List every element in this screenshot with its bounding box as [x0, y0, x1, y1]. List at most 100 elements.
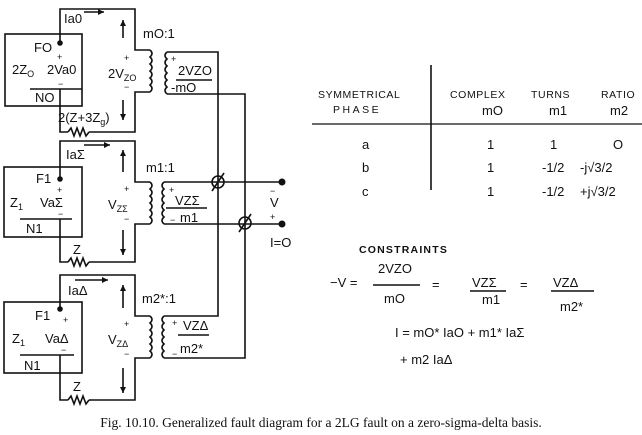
grounding-label: 2(Z+3Zg)	[58, 110, 110, 127]
plus-sign: +	[172, 318, 177, 328]
wire	[59, 8, 150, 51]
cell-phase: a	[362, 137, 370, 152]
wire	[59, 219, 68, 263]
voltage-label: 2Va0	[47, 62, 76, 77]
network-box	[3, 301, 83, 374]
grounding-resistor	[67, 393, 90, 407]
cell-m1: 1	[550, 137, 557, 152]
grounding-resistor	[67, 255, 90, 269]
impedance-label: 2ZO	[12, 62, 34, 79]
header-ratio: RATIO	[601, 89, 635, 101]
equals-sign: =	[432, 277, 440, 292]
constraints-title: CONSTRAINTS	[359, 244, 448, 256]
crossing-slash	[211, 172, 225, 192]
plus-sign: +	[171, 54, 176, 64]
figure-caption: Fig. 10.10. Generalized fault diagram fo…	[100, 415, 542, 430]
primary-coil	[148, 49, 153, 93]
secondary-numerator: 2VZO	[178, 63, 212, 78]
minus-sign: −	[58, 209, 63, 219]
cell-m0: 1	[487, 184, 494, 199]
fraction-numerator: VZΣ	[472, 275, 497, 290]
network-box	[3, 166, 83, 238]
current-label: IaΣ	[66, 147, 85, 162]
terminal-label: FO	[34, 40, 52, 55]
minus-sign: −	[124, 214, 129, 224]
plus-sign: +	[124, 184, 129, 194]
plus-sign: +	[124, 53, 129, 63]
terminal-label: F1	[36, 171, 51, 186]
crossing-slash	[238, 213, 252, 233]
grounding-label: Z	[73, 242, 81, 257]
fraction-numerator: VZΔ	[553, 275, 579, 290]
crossing-symbol	[238, 216, 252, 230]
current-constraint: I = mO* IaO + m1* IaΣ	[395, 325, 524, 340]
impedance-label: Z1	[12, 331, 25, 348]
network-box	[4, 33, 83, 107]
secondary-denominator: m2*	[180, 341, 203, 356]
terminal-dot	[278, 220, 286, 228]
crossing-symbol	[211, 175, 225, 189]
cell-m2: +j√3/2	[580, 184, 616, 199]
header-symmetrical: SYMMETRICAL	[318, 89, 400, 101]
arrowhead	[120, 285, 126, 291]
table-row: a 1 1 O	[362, 137, 623, 152]
fraction-numerator: 2VZO	[378, 261, 412, 276]
minus-sign: −	[270, 186, 275, 196]
delta-network: F1 + Z1 VaΔ − N1 Z IaΔ + VZΔ − m2*:1 + V…	[3, 182, 246, 407]
secondary-numerator: VZΔ	[183, 318, 209, 333]
cell-m1: -1/2	[542, 160, 564, 175]
wire	[164, 223, 246, 359]
secondary-denominator: m1	[180, 210, 198, 225]
fraction-denominator: m2*	[560, 299, 583, 314]
primary-coil	[148, 315, 153, 359]
minus-sign: −	[172, 349, 177, 359]
cell-m0: 1	[487, 160, 494, 175]
secondary-coil	[161, 181, 166, 225]
secondary-numerator: VZΣ	[175, 193, 200, 208]
header-m0: mO	[482, 103, 503, 118]
plus-sign: +	[57, 185, 62, 195]
impedance-label: Z1	[10, 195, 23, 212]
header-m2: m2	[610, 103, 628, 118]
ratio-label: mO:1	[143, 26, 175, 41]
grounding-label: Z	[73, 379, 81, 394]
cell-m1: -1/2	[542, 184, 564, 199]
secondary-coil	[164, 51, 169, 95]
sigma-network: F1 + Z1 VaΣ − N1 Z IaΣ + VZΣ − m1:1 + VZ…	[3, 140, 282, 269]
table-row: c 1 -1/2 +j√3/2	[362, 184, 616, 199]
header-turns: TURNS	[531, 89, 570, 101]
minus-sign: −	[124, 349, 129, 359]
voltage-label: VaΔ	[45, 331, 69, 346]
plus-sign: +	[270, 212, 275, 222]
winding-voltage-label: VZΔ	[108, 332, 128, 349]
wire	[59, 140, 150, 183]
header-m1: m1	[549, 103, 567, 118]
output-terminals: − V + I=O	[211, 172, 291, 250]
current-terminal-label: I=O	[270, 235, 291, 250]
wire	[167, 93, 246, 223]
wire	[59, 355, 68, 401]
current-constraint-continued: + m2 IaΔ	[400, 352, 453, 367]
winding-voltage-label: 2VZO	[108, 66, 136, 83]
cell-m2: -j√3/2	[580, 160, 612, 175]
neutral-label: N1	[24, 358, 41, 373]
terminal-label: F1	[35, 308, 50, 323]
plus-sign: +	[63, 315, 68, 325]
arrowhead	[104, 142, 110, 148]
wire	[167, 51, 219, 182]
cell-phase: b	[362, 160, 369, 175]
wire	[164, 182, 219, 317]
arrowhead	[102, 277, 108, 283]
cell-phase: c	[362, 184, 369, 199]
equation-lhs: −V =	[330, 275, 357, 290]
cell-m2: O	[613, 137, 623, 152]
wire	[89, 91, 150, 133]
current-label: Ia0	[64, 11, 82, 26]
zero-sequence-network: FO + 2ZO 2Va0 − NO 2(Z+3Zg) Ia0 + 2VZO −…	[4, 8, 246, 223]
secondary-denominator: -mO	[171, 80, 196, 95]
minus-sign: −	[58, 79, 63, 89]
primary-coil	[148, 181, 153, 225]
wire	[89, 223, 150, 263]
constraints: CONSTRAINTS −V = 2VZO mO = VZΣ m1 = VZΔ …	[330, 244, 594, 367]
